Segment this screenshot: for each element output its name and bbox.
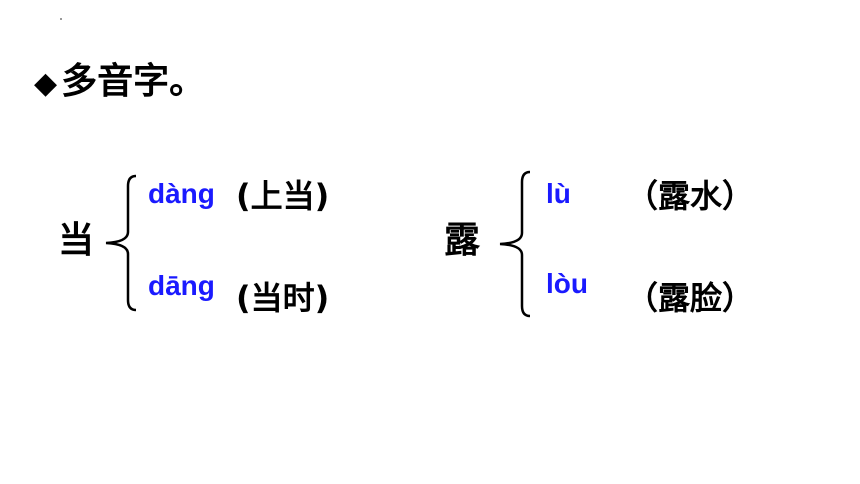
curly-brace-icon <box>105 174 137 312</box>
pinyin-reading: lòu <box>546 268 588 299</box>
polyphone-character: 露 <box>444 220 481 261</box>
pinyin-reading: dàng <box>148 178 215 209</box>
pinyin-reading: dāng <box>148 270 215 301</box>
pinyin-reading: lù <box>546 178 571 209</box>
decorative-dot <box>60 18 62 20</box>
section-heading: ◆多音字。 <box>34 64 205 100</box>
polyphone-character: 当 <box>58 220 95 261</box>
diamond-bullet-icon: ◆ <box>34 66 58 101</box>
curly-brace-icon <box>499 170 531 318</box>
example-word: (上当) <box>236 177 330 215</box>
example-word: （露脸） <box>626 279 755 317</box>
example-word: (当时) <box>236 279 330 317</box>
example-word: （露水） <box>626 177 755 215</box>
heading-text: 多音字。 <box>61 61 206 102</box>
